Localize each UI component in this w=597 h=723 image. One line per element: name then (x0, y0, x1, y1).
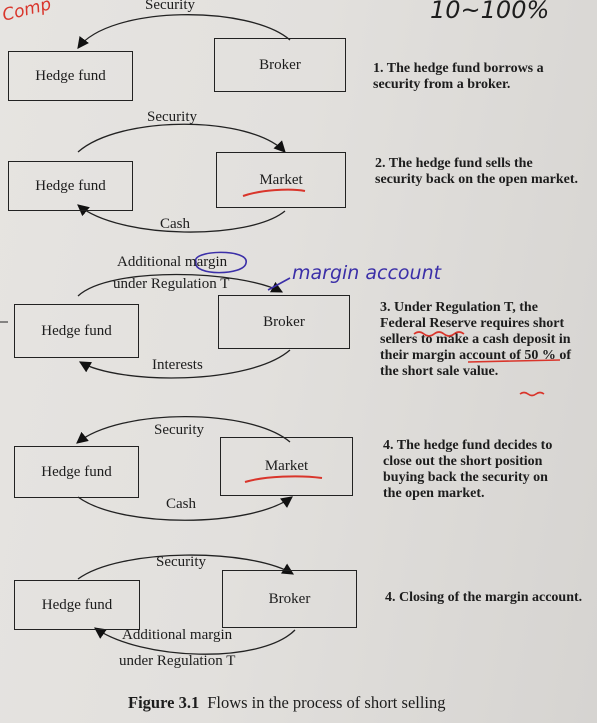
step-3-line-3: sellers to make a cash deposit in (380, 332, 571, 347)
flow-label-security-1: Security (145, 0, 195, 13)
flow-arc-security-2 (77, 123, 286, 153)
step-3-line-1: 3. Under Regulation T, the (380, 300, 538, 315)
flow-arc-margin-3 (77, 273, 284, 297)
handwriting-margin-note: margin account (292, 262, 442, 284)
step-4-line-2: close out the short position (383, 454, 543, 469)
step-text-1: 1. The hedge fund borrows a security fro… (373, 61, 588, 93)
step-text-2: 2. The hedge fund sells the security bac… (375, 156, 590, 188)
figure-label: Figure 3.1 (128, 693, 200, 712)
red-underline-cash-deposit (467, 359, 561, 363)
flow-label-interests-3: Interests (152, 357, 203, 373)
box-broker-5: Broker (222, 570, 357, 628)
box-hedge-fund-5: Hedge fund (14, 580, 140, 630)
flow-label-margin-3-line-1: Additional margin (117, 254, 228, 270)
step-text-5: 4. Closing of the margin account. (385, 590, 597, 606)
step-4-line-3: buying back the security on (383, 470, 548, 485)
figure-title: Flows in the process of short selling (207, 693, 446, 712)
step-4-line-1: 4. The hedge fund decides to (383, 438, 553, 453)
flow-label-cash-4: Cash (166, 496, 196, 512)
step-text-3: 3. Under Regulation T, the Federal Reser… (380, 300, 595, 380)
red-underline-market-4 (244, 475, 323, 483)
figure-caption: Figure 3.1 Flows in the process of short … (128, 693, 446, 713)
flow-label-security-2: Security (147, 109, 197, 125)
step-1-line-1: 1. The hedge fund borrows a (373, 61, 544, 76)
flow-arc-security-1 (77, 14, 291, 49)
step-5-line-1: 4. Closing of the margin account. (385, 590, 583, 605)
step-3-line-5: the short sale value. (380, 364, 499, 379)
step-1-line-2: security from a broker. (373, 77, 511, 92)
step-text-4: 4. The hedge fund decides to close out t… (383, 438, 597, 502)
box-hedge-fund-1: Hedge fund (8, 51, 133, 101)
flow-arc-interests-3 (78, 349, 291, 379)
box-hedge-fund-4: Hedge fund (14, 446, 139, 498)
flow-label-security-5: Security (156, 554, 206, 570)
box-hedge-fund-3: Hedge fund (14, 304, 139, 358)
step-4-line-4: the open market. (383, 486, 485, 501)
box-hedge-fund-2: Hedge fund (8, 161, 133, 211)
flow-label-margin-5-line-1: Additional margin (122, 627, 233, 643)
flow-arc-cash-2 (77, 204, 286, 233)
flow-arc-cash-4 (77, 496, 293, 521)
box-market-2: Market (216, 152, 346, 208)
step-3-line-4: their margin account of 50 % of (380, 348, 572, 363)
flow-arc-security-5 (77, 554, 295, 580)
red-wave-50 (519, 391, 545, 397)
step-2-line-1: 2. The hedge fund sells the (375, 156, 533, 171)
box-broker-3: Broker (218, 295, 350, 349)
flow-arc-security-4 (76, 415, 291, 444)
blue-circle-margin (195, 251, 247, 274)
flow-label-margin-5-line-2: under Regulation T (119, 653, 236, 669)
box-broker-1: Broker (214, 38, 346, 92)
step-2-line-2: security back on the open market. (375, 172, 578, 187)
handwriting-top-right: 10~100% (430, 0, 550, 24)
red-underline-market-2 (242, 188, 306, 197)
flow-label-security-4: Security (154, 422, 204, 438)
box-market-4: Market (220, 437, 353, 496)
blue-pointer-arrow (267, 277, 291, 291)
flow-label-margin-3-line-2: under Regulation T (113, 276, 230, 292)
red-wave-reserve (413, 331, 465, 337)
flow-arc-margin-5 (94, 627, 296, 655)
step-3-line-2: Federal Reserve requires short (380, 316, 565, 331)
flow-label-cash-2: Cash (160, 216, 190, 232)
